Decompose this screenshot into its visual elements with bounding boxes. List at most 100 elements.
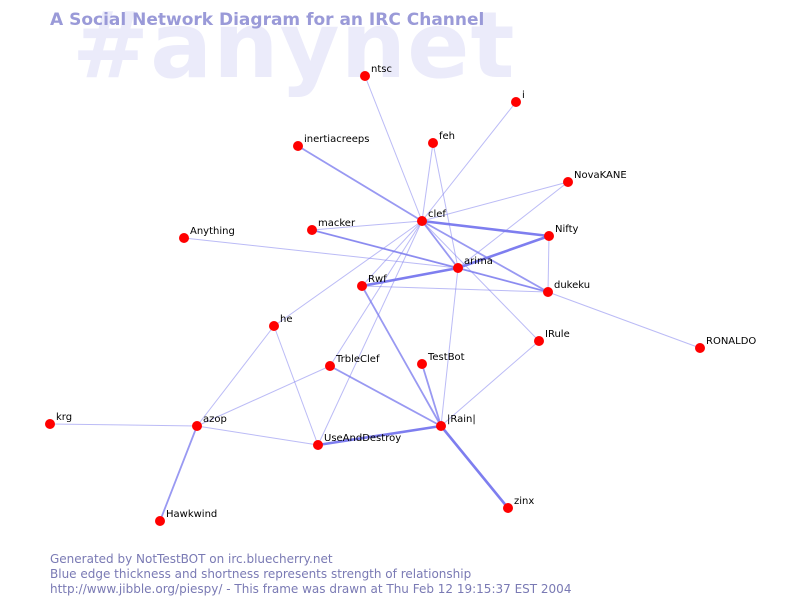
node-Rain: |Rain| [436, 414, 476, 431]
node-RONALDO: RONALDO [695, 336, 756, 353]
node-clef: clef [417, 209, 446, 226]
edge-clef-TrbleClef [329, 220, 423, 367]
node-azop: azop [192, 414, 227, 431]
node-label: clef [428, 209, 446, 220]
edge-TestBot-Rain [421, 363, 442, 427]
edge-krg-azop [49, 423, 198, 427]
edge-NovaKANE-arima [457, 181, 569, 269]
footer-legend: Blue edge thickness and shortness repres… [50, 567, 472, 581]
node-dot [417, 216, 427, 226]
edge-TrbleClef-azop [196, 365, 331, 427]
node-dot [534, 336, 544, 346]
edge-IRule-Rain [440, 340, 540, 427]
node-dot [511, 97, 521, 107]
node-dot [325, 361, 335, 371]
node-dot [453, 263, 463, 273]
node-label: i [522, 90, 525, 101]
edge-TrbleClef-Rain [329, 365, 442, 427]
node-label: UseAndDestroy [324, 433, 401, 444]
node-dot [269, 321, 279, 331]
edge-Rain-zinx [439, 425, 510, 509]
node-dot [695, 343, 705, 353]
edge-arima-dukeku [457, 267, 549, 293]
node-Rwf: Rwf [357, 274, 387, 291]
node-zinx: zinx [503, 496, 534, 513]
node-dot [503, 503, 513, 513]
node-i: i [511, 90, 525, 107]
footer-link[interactable]: http://www.jibble.org/piespy/ - This fra… [50, 582, 572, 596]
edge-clef-arima [421, 220, 459, 269]
edge-layer [49, 75, 701, 522]
edge-Nifty-dukeku [547, 235, 550, 293]
edge-clef-NovaKANE [421, 181, 569, 222]
node-dot [307, 225, 317, 235]
node-TestBot: TestBot [417, 352, 465, 369]
edge-Rwf-Rain [361, 285, 442, 427]
node-dot [360, 71, 370, 81]
edge-Rain-UseAndDestroy [317, 424, 442, 447]
node-macker: macker [307, 218, 356, 235]
node-TrbleClef: TrbleClef [325, 354, 380, 371]
node-dot [417, 359, 427, 369]
node-label: IRule [545, 329, 570, 340]
node-label: ntsc [371, 64, 392, 75]
node-ntsc: ntsc [360, 64, 392, 81]
node-label: azop [203, 414, 227, 425]
node-IRule: IRule [534, 329, 570, 346]
node-he: he [269, 314, 293, 331]
edge-Rwf-dukeku [361, 285, 549, 293]
edge-feh-arima [432, 142, 459, 269]
edge-clef-feh [421, 142, 434, 222]
node-feh: feh [428, 131, 455, 148]
node-dot [563, 177, 573, 187]
node-dot [192, 421, 202, 431]
footer-generated-by: Generated by NotTestBOT on irc.bluecherr… [50, 552, 333, 566]
node-dot [179, 233, 189, 243]
node-label: TrbleClef [335, 354, 380, 365]
edge-clef-IRule [421, 220, 540, 342]
edge-clef-he [273, 220, 423, 327]
node-label: RONALDO [706, 336, 756, 347]
node-krg: krg [45, 412, 72, 429]
node-label: inertiacreeps [304, 134, 369, 145]
node-dot [313, 440, 323, 450]
node-dot [428, 138, 438, 148]
node-label: Anything [190, 226, 235, 237]
node-dot [544, 231, 554, 241]
edge-clef-dukeku [421, 220, 549, 293]
node-UseAndDestroy: UseAndDestroy [313, 433, 401, 450]
node-label: |Rain| [447, 414, 476, 425]
node-Anything: Anything [179, 226, 235, 243]
edge-azop-Hawkwind [159, 425, 198, 522]
diagram-title: A Social Network Diagram for an IRC Chan… [50, 10, 485, 30]
node-Nifty: Nifty [544, 224, 579, 241]
edge-azop-UseAndDestroy [196, 425, 319, 446]
edge-he-azop [196, 325, 275, 427]
node-dot [543, 287, 553, 297]
node-inertiacreeps: inertiacreeps [293, 134, 369, 151]
edge-clef-UseAndDestroy [317, 220, 423, 446]
edge-he-UseAndDestroy [273, 325, 319, 446]
node-label: macker [318, 218, 356, 229]
node-label: zinx [514, 496, 534, 507]
node-label: krg [56, 412, 72, 423]
edge-Nifty-arima [457, 234, 550, 270]
node-dukeku: dukeku [543, 280, 590, 297]
node-dot [45, 419, 55, 429]
node-label: Hawkwind [166, 509, 217, 520]
node-arima: arima [453, 256, 493, 273]
edge-arima-Rain [440, 267, 459, 427]
node-label: feh [439, 131, 455, 142]
node-label: TestBot [427, 352, 465, 363]
node-label: Rwf [368, 274, 387, 285]
edge-Anything-arima [183, 237, 459, 269]
node-NovaKANE: NovaKANE [563, 170, 627, 187]
node-label: dukeku [554, 280, 590, 291]
node-dot [155, 516, 165, 526]
footer: Generated by NotTestBOT on irc.bluecherr… [50, 552, 571, 597]
edge-clef-ntsc [364, 75, 423, 222]
node-dot [357, 281, 367, 291]
channel-watermark: #anynet [72, 0, 516, 99]
